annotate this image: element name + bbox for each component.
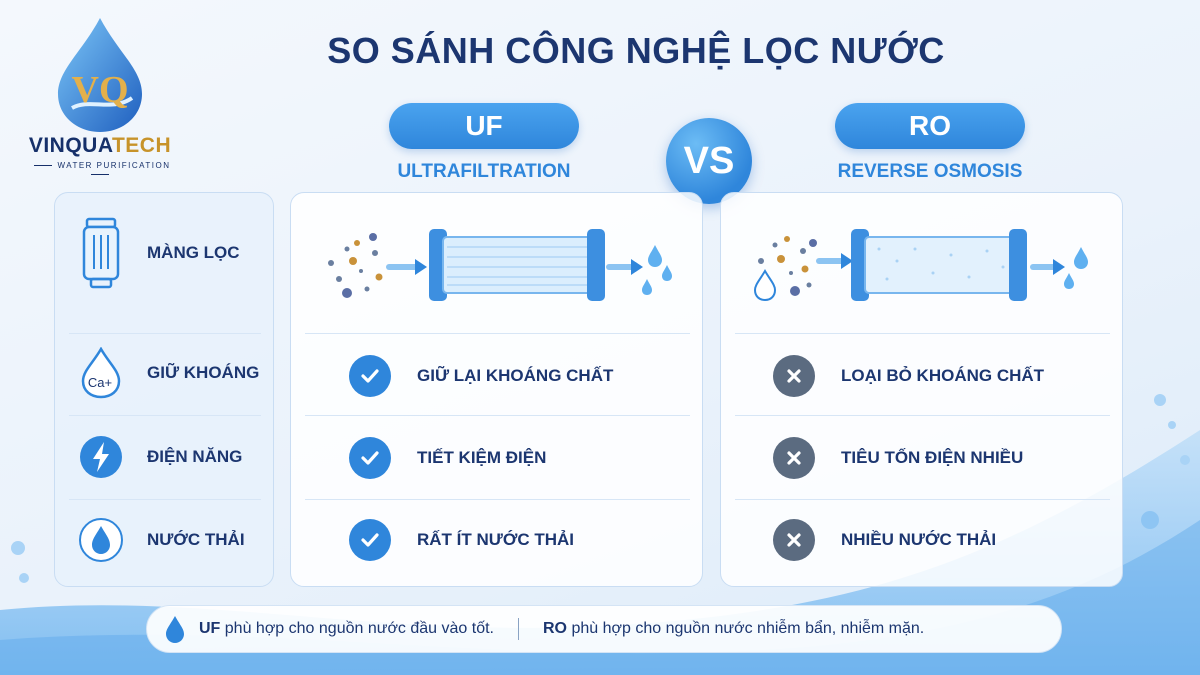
criteria-label: ĐIỆN NĂNG: [147, 447, 243, 466]
uf-row-text: TIẾT KIỆM ĐIỆN: [417, 448, 547, 467]
criteria-energy: ĐIỆN NĂNG: [55, 433, 275, 481]
vs-badge: VS: [666, 118, 752, 204]
criteria-panel: MÀNG LỌC Ca+ GIỮ KHOÁNG ĐIỆN NĂNG NƯỚC T…: [54, 192, 274, 587]
footer-ro-note: RO phù hợp cho nguồn nước nhiễm bẩn, nhi…: [543, 620, 924, 638]
ro-row-text: NHIỀU NƯỚC THẢI: [841, 530, 997, 549]
uf-filter-illustration: [328, 229, 672, 301]
ro-pill: RO: [835, 103, 1025, 149]
footer-ro-text: phù hợp cho nguồn nước nhiễm bẩn, nhiễm …: [567, 620, 925, 637]
footer-uf-text: phù hợp cho nguồn nước đầu vào tốt.: [220, 620, 494, 637]
uf-row-energy: TIẾT KIỆM ĐIỆN: [349, 437, 546, 479]
ro-row-wastewater: NHIỀU NƯỚC THẢI: [773, 519, 996, 561]
logo-drop-icon: VQ: [58, 18, 142, 132]
ro-row-text: LOẠI BỎ KHOÁNG CHẤT: [841, 366, 1045, 385]
criteria-label: MÀNG LỌC: [147, 243, 240, 262]
logo-tagline: WATER PURIFICATION: [20, 161, 180, 179]
uf-row-text: RẤT ÍT NƯỚC THẢI: [417, 530, 575, 549]
ro-full-name: REVERSE OSMOSIS: [837, 161, 1023, 182]
ro-row-energy: TIÊU TỐN ĐIỆN NHIỀU: [773, 437, 1023, 479]
uf-row-minerals: GIỮ LẠI KHOÁNG CHẤT: [349, 355, 613, 397]
footer-note: UF phù hợp cho nguồn nước đầu vào tốt. R…: [146, 605, 1062, 653]
filter-cartridge-icon: [77, 217, 125, 289]
water-drop-icon: [166, 616, 184, 643]
criteria-label: GIỮ KHOÁNG: [147, 363, 260, 382]
uf-panel: GIỮ LẠI KHOÁNG CHẤT TIẾT KIỆM ĐIỆN RẤT Í…: [290, 192, 703, 587]
footer-uf-key: UF: [199, 620, 221, 637]
mineral-icon-text: Ca+: [88, 375, 112, 390]
criteria-wastewater: NƯỚC THẢI: [55, 516, 275, 564]
lightning-icon: [77, 433, 125, 481]
ro-filter-illustration: [753, 229, 1088, 302]
page-title: SO SÁNH CÔNG NGHỆ LỌC NƯỚC: [327, 30, 945, 71]
logo-monogram: VQ: [72, 69, 129, 111]
cross-icon: [773, 519, 815, 561]
logo-wordmark: VINQUATECH: [20, 134, 180, 158]
mineral-drop-icon: Ca+: [77, 347, 125, 399]
uf-row-text: GIỮ LẠI KHOÁNG CHẤT: [417, 366, 614, 385]
footer-ro-key: RO: [543, 620, 567, 637]
check-icon: [349, 437, 391, 479]
uf-full-name: ULTRAFILTRATION: [397, 161, 571, 182]
water-drop-icon: [77, 516, 125, 564]
ro-row-text: TIÊU TỐN ĐIỆN NHIỀU: [841, 448, 1024, 467]
cross-icon: [773, 355, 815, 397]
criteria-membrane: MÀNG LỌC: [55, 217, 275, 289]
footer-uf-note: UF phù hợp cho nguồn nước đầu vào tốt.: [199, 620, 494, 638]
criteria-minerals: Ca+ GIỮ KHOÁNG: [55, 347, 275, 399]
ro-panel: LOẠI BỎ KHOÁNG CHẤT TIÊU TỐN ĐIỆN NHIỀU …: [720, 192, 1123, 587]
criteria-label: NƯỚC THẢI: [147, 530, 245, 549]
logo-brand-main: VINQUA: [28, 134, 112, 157]
logo-brand-accent: TECH: [111, 134, 172, 157]
uf-row-wastewater: RẤT ÍT NƯỚC THẢI: [349, 519, 574, 561]
footer-separator: [518, 618, 519, 640]
cross-icon: [773, 437, 815, 479]
ro-row-minerals: LOẠI BỎ KHOÁNG CHẤT: [773, 355, 1044, 397]
uf-pill: UF: [389, 103, 579, 149]
check-icon: [349, 519, 391, 561]
brand-logo: VQ VINQUATECH WATER PURIFICATION: [20, 12, 180, 170]
check-icon: [349, 355, 391, 397]
